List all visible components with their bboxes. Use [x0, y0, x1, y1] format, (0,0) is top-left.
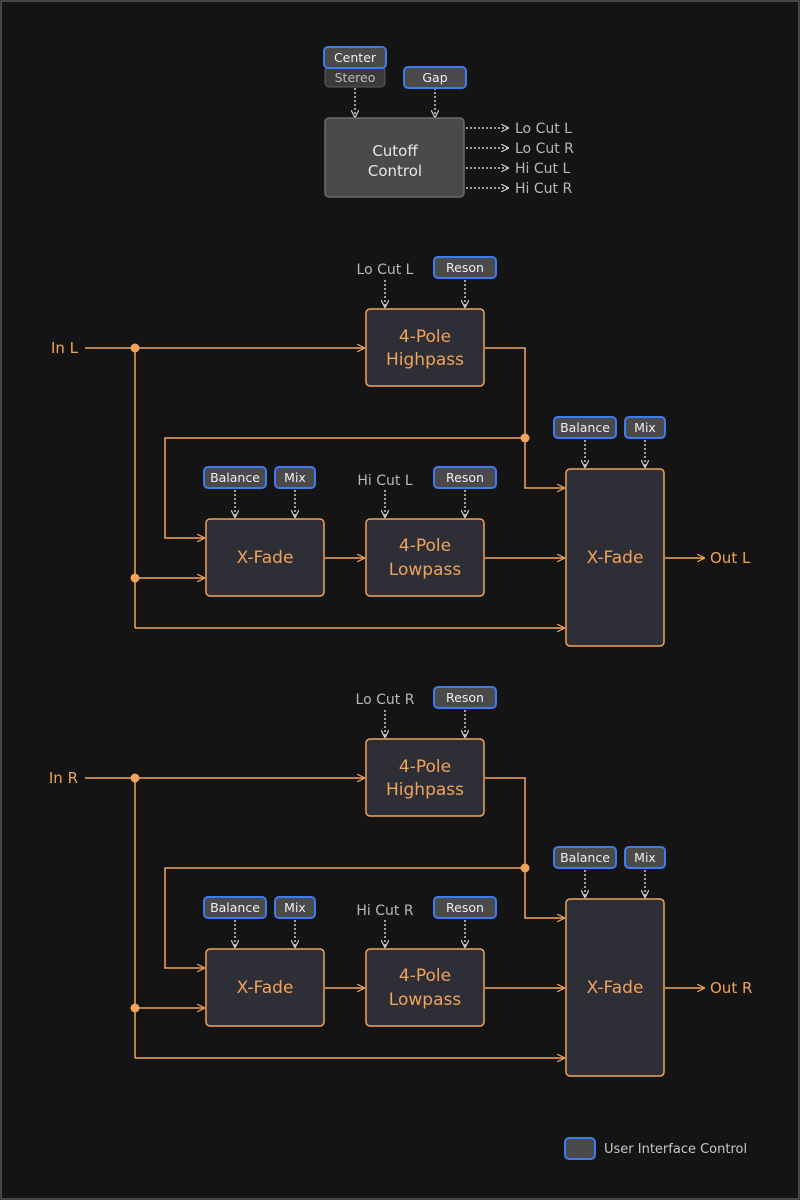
mix-label: Mix — [284, 470, 306, 485]
stereo-label: Stereo — [335, 70, 376, 85]
balance-control-outer-l[interactable]: Balance — [553, 416, 617, 439]
reson-label: Reson — [446, 470, 484, 485]
channel-left-modulation — [235, 280, 645, 517]
channel-right-modulation — [235, 710, 645, 947]
xfade-outer-block-l: X-Fade — [565, 468, 665, 647]
reson-label: Reson — [446, 690, 484, 705]
lo-cut-label-r: Lo Cut R — [356, 692, 415, 708]
hi-cut-label-r: Hi Cut R — [356, 903, 413, 919]
balance-control-inner-r[interactable]: Balance — [203, 896, 267, 919]
block-line1: 4-Pole — [399, 327, 451, 347]
highpass-block-l: 4-Pole Highpass — [365, 308, 485, 387]
junction-dot — [520, 863, 530, 873]
output-label-l: Out L — [710, 549, 751, 567]
block-label: X-Fade — [237, 548, 294, 568]
reson-control-hp-r[interactable]: Reson — [433, 686, 497, 709]
balance-control-outer-r[interactable]: Balance — [553, 846, 617, 869]
balance-label: Balance — [560, 850, 610, 865]
cutoff-block-line1: Cutoff — [372, 142, 418, 160]
cutoff-section: Stereo Center Gap Cutoff Control Lo Cut … — [323, 46, 574, 198]
cutoff-control-block: Cutoff Control — [324, 117, 465, 198]
junction-dot — [520, 433, 530, 443]
mix-label: Mix — [284, 900, 306, 915]
reson-label: Reson — [446, 900, 484, 915]
block-line2: Highpass — [386, 350, 464, 370]
center-stereo-control[interactable]: Stereo Center — [323, 46, 387, 88]
block-line1: 4-Pole — [399, 757, 451, 777]
output-hi-cut-r: Hi Cut R — [515, 181, 572, 197]
reson-control-lp-l[interactable]: Reson — [433, 466, 497, 489]
block-label: X-Fade — [587, 978, 644, 998]
output-hi-cut-l: Hi Cut L — [515, 161, 570, 177]
xfade-outer-block-r: X-Fade — [565, 898, 665, 1077]
hi-cut-label-l: Hi Cut L — [357, 473, 412, 489]
channel-left: In L Out L Lo Cut L Hi Cut L Reson Reson… — [51, 256, 751, 647]
block-label: X-Fade — [587, 548, 644, 568]
input-label-l: In L — [51, 339, 79, 357]
reson-label: Reson — [446, 260, 484, 275]
junction-dot — [130, 1003, 140, 1013]
channel-right: In R Out R Lo Cut R Hi Cut R Reson Reson… — [49, 686, 752, 1077]
junction-dot — [130, 343, 140, 353]
balance-label: Balance — [210, 470, 260, 485]
xfade-inner-block-l: X-Fade — [205, 518, 325, 597]
mix-control-outer-l[interactable]: Mix — [624, 416, 666, 439]
block-line1: 4-Pole — [399, 536, 451, 556]
balance-label: Balance — [210, 900, 260, 915]
cutoff-block-line2: Control — [368, 162, 422, 180]
xfade-inner-block-r: X-Fade — [205, 948, 325, 1027]
gap-control[interactable]: Gap — [403, 66, 467, 89]
center-label: Center — [334, 50, 377, 65]
input-label-r: In R — [49, 769, 78, 787]
lowpass-block-l: 4-Pole Lowpass — [365, 518, 485, 597]
balance-control-inner-l[interactable]: Balance — [203, 466, 267, 489]
legend: User Interface Control — [564, 1137, 747, 1160]
channel-left-wiring — [85, 348, 704, 628]
block-line1: 4-Pole — [399, 966, 451, 986]
output-label-r: Out R — [710, 979, 752, 997]
reson-control-hp-l[interactable]: Reson — [433, 256, 497, 279]
junction-dot — [130, 773, 140, 783]
highpass-block-r: 4-Pole Highpass — [365, 738, 485, 817]
mix-label: Mix — [634, 420, 656, 435]
legend-label: User Interface Control — [604, 1142, 747, 1157]
output-lo-cut-r: Lo Cut R — [515, 141, 574, 157]
gap-label: Gap — [422, 70, 447, 85]
legend-swatch — [564, 1137, 596, 1160]
cutoff-outputs: Lo Cut L Lo Cut R Hi Cut L Hi Cut R — [466, 121, 574, 197]
balance-label: Balance — [560, 420, 610, 435]
reson-control-lp-r[interactable]: Reson — [433, 896, 497, 919]
block-label: X-Fade — [237, 978, 294, 998]
mix-control-inner-l[interactable]: Mix — [274, 466, 316, 489]
output-lo-cut-l: Lo Cut L — [515, 121, 572, 137]
mix-control-inner-r[interactable]: Mix — [274, 896, 316, 919]
block-line2: Highpass — [386, 780, 464, 800]
lo-cut-label-l: Lo Cut L — [357, 262, 414, 278]
lowpass-block-r: 4-Pole Lowpass — [365, 948, 485, 1027]
block-line2: Lowpass — [389, 560, 462, 580]
block-line2: Lowpass — [389, 990, 462, 1010]
junction-dot — [130, 573, 140, 583]
mix-control-outer-r[interactable]: Mix — [624, 846, 666, 869]
mix-label: Mix — [634, 850, 656, 865]
